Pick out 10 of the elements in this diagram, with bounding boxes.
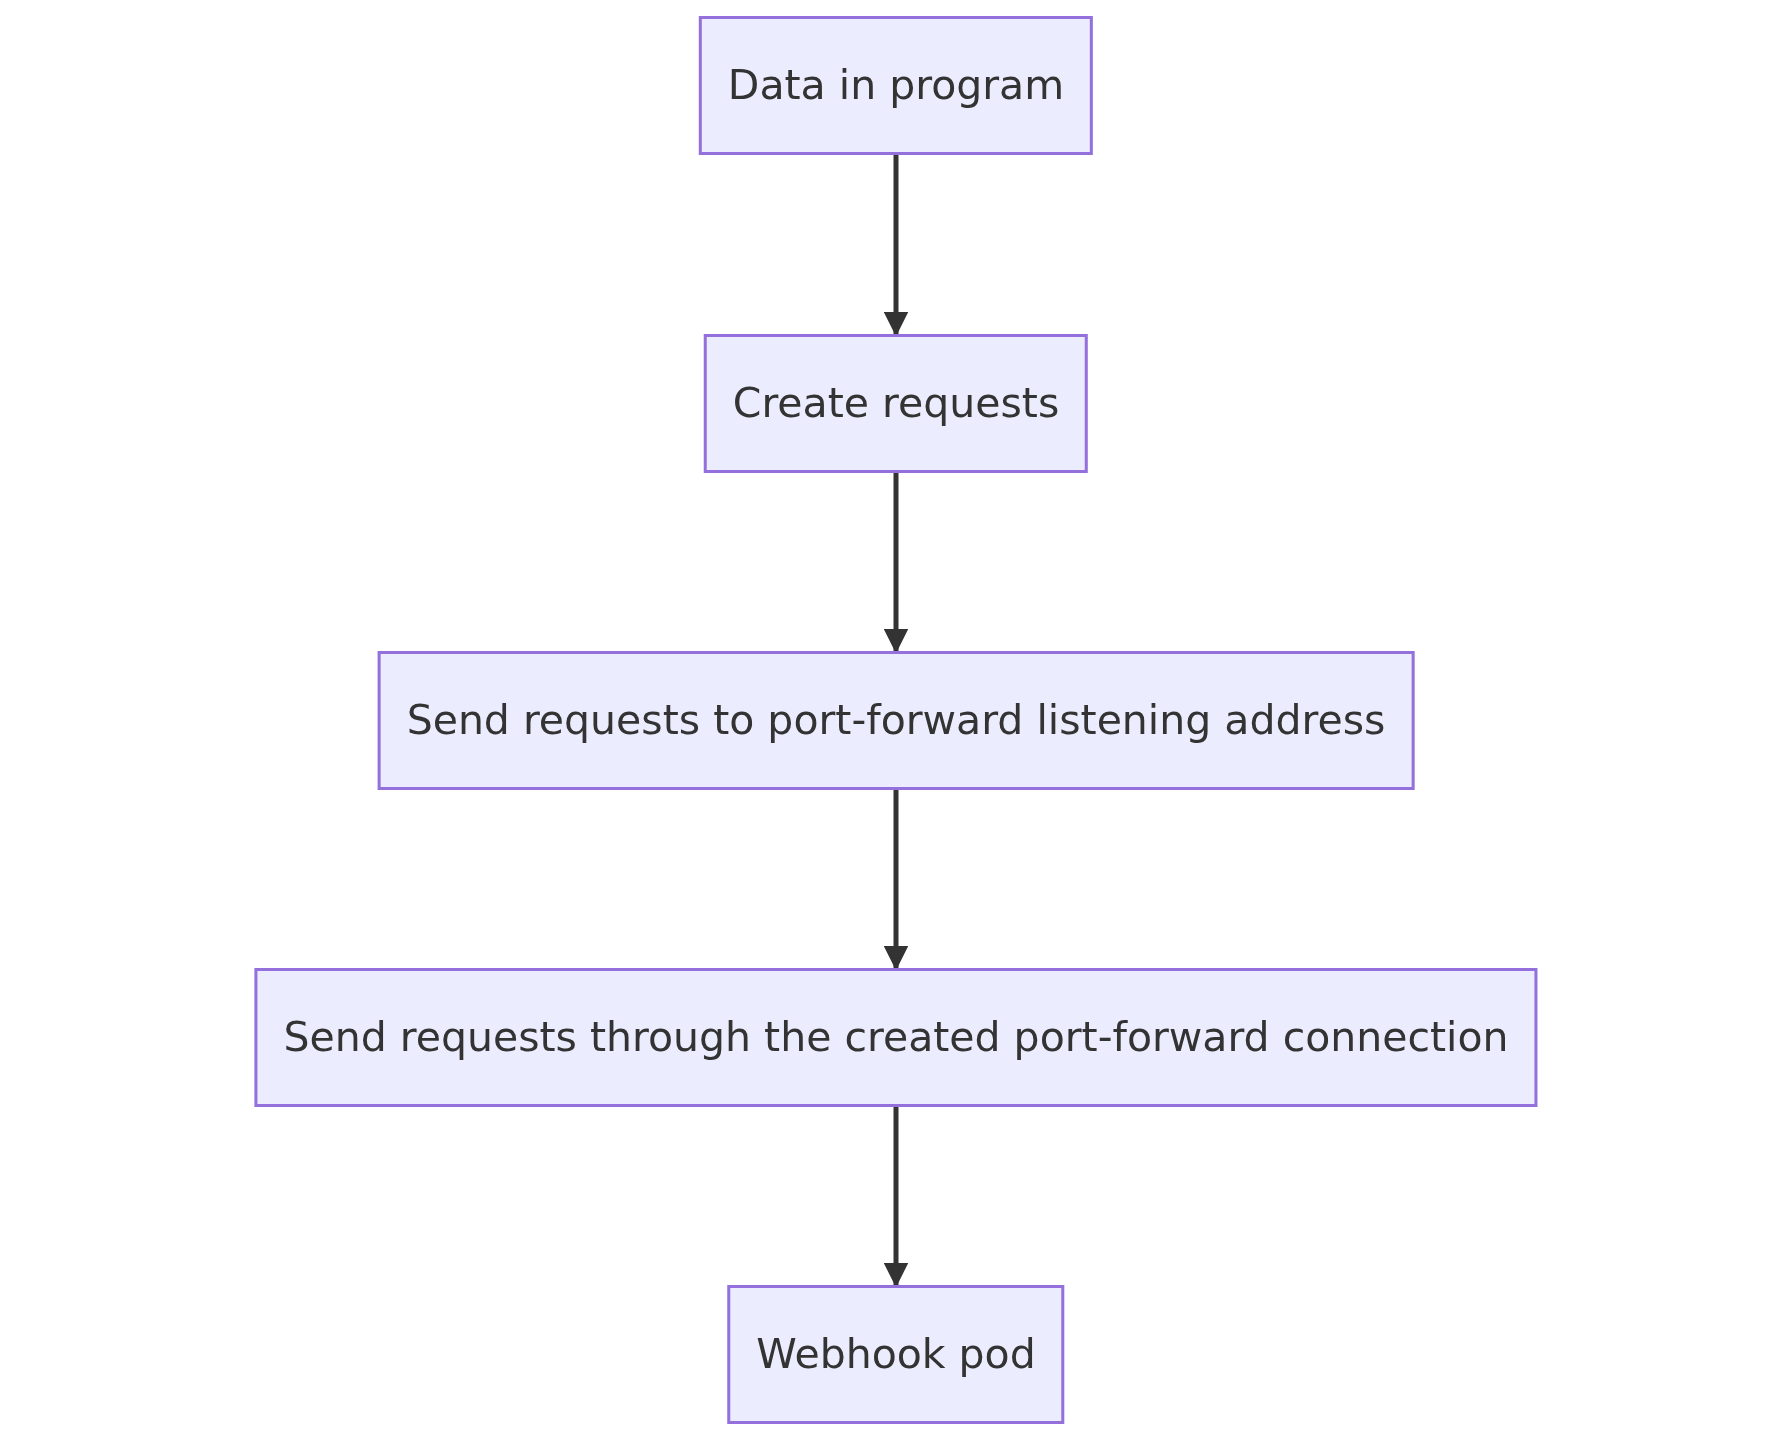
process-box [377,651,1415,790]
process-box [254,968,1538,1107]
process-box [727,1285,1065,1424]
process-box [703,334,1089,473]
box-label: Create requests [732,377,1060,429]
box-label: Send requests through the created port-forward connection [283,1011,1509,1063]
box-label: Webhook pod [756,1328,1036,1380]
box-label: Data in program [727,59,1065,111]
process-box [698,16,1094,155]
box-label: Send requests to port-forward listening address [406,694,1386,746]
